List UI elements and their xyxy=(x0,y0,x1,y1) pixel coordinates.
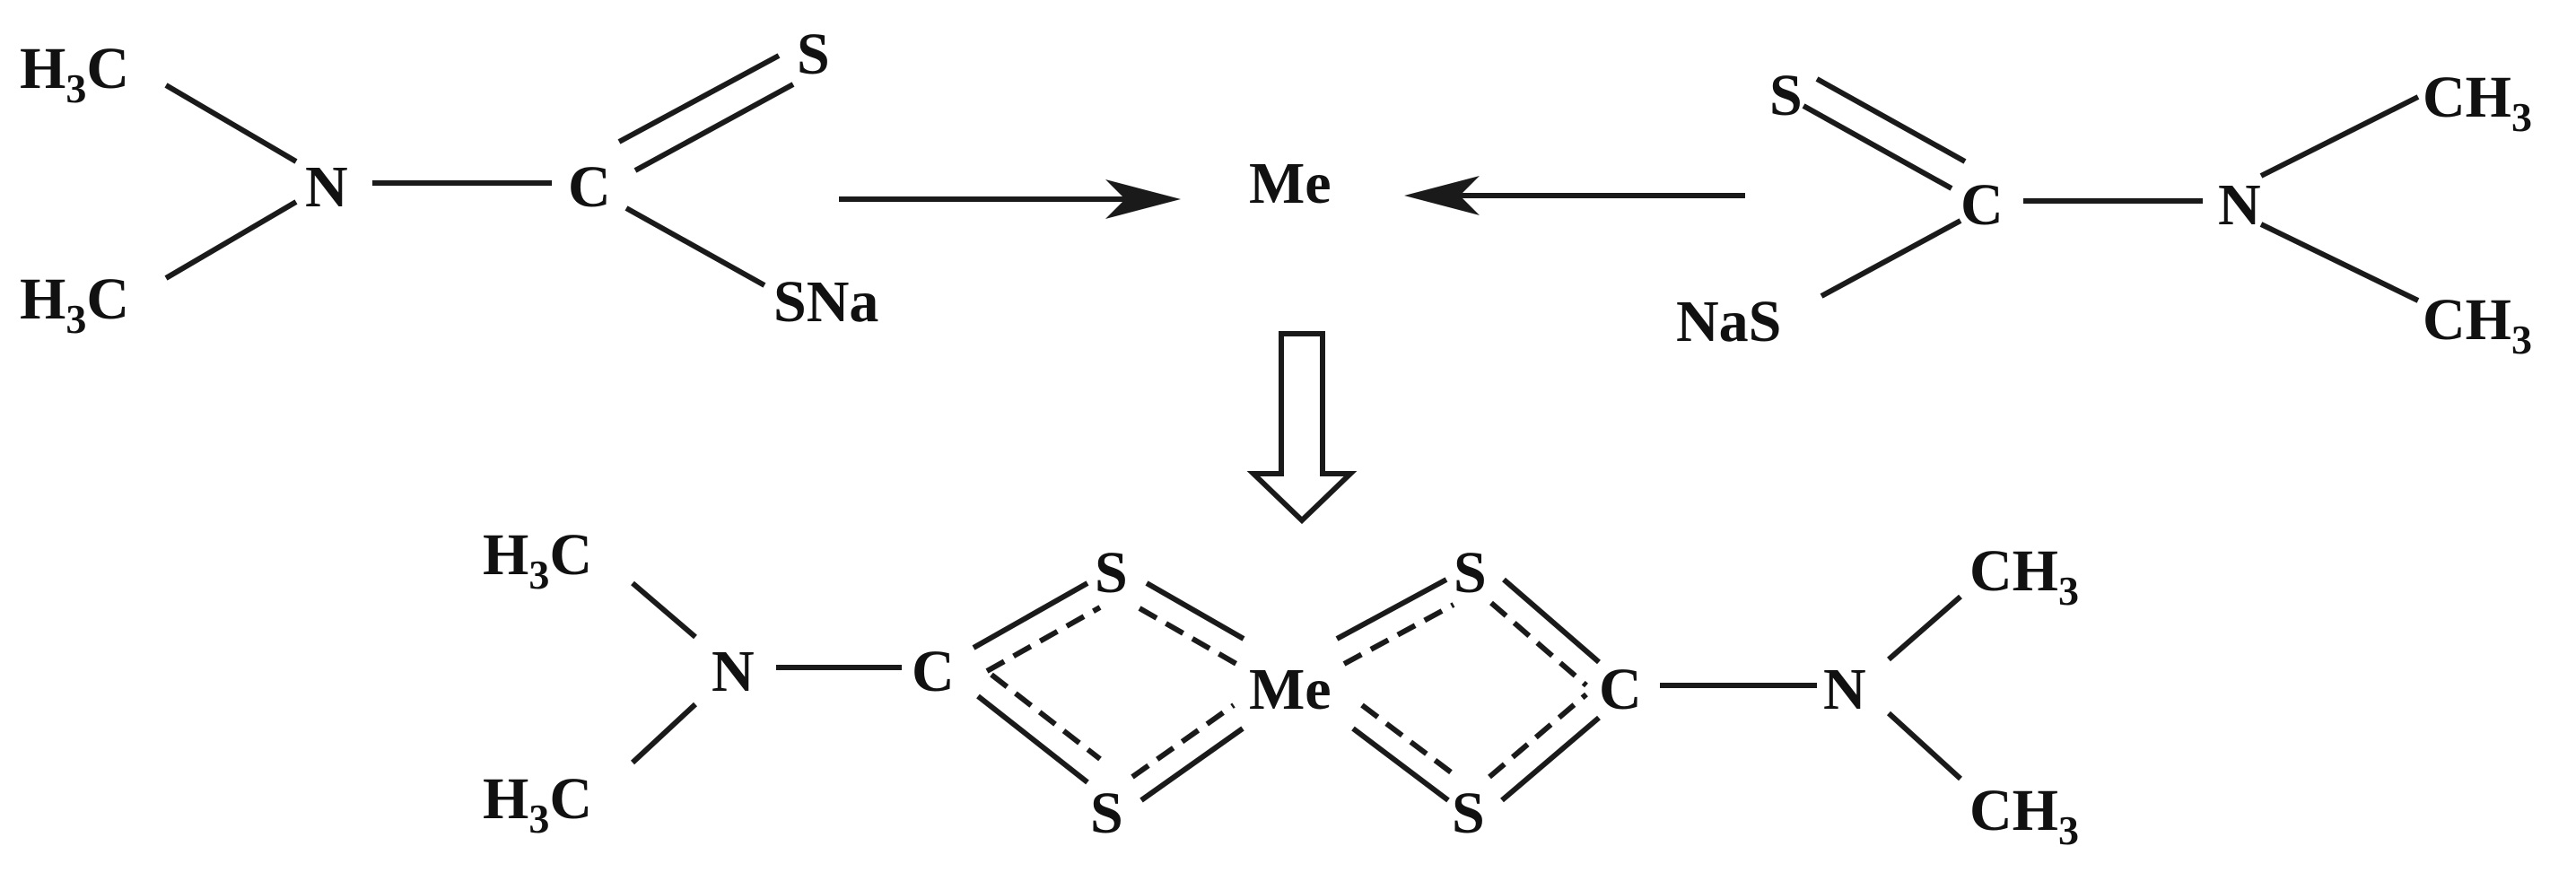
bond-c-s-bottom-dashed xyxy=(990,672,1102,762)
bond-c-s-double-b xyxy=(633,82,795,173)
bond-me-s-top-dashed xyxy=(1342,602,1455,667)
bond-s-c-bottom-dashed xyxy=(1488,692,1588,780)
left-thione-sulfur-label: S xyxy=(797,22,830,87)
right-sodium-thiolate-label: NaS xyxy=(1676,289,1781,354)
bond-s-me-bottom-solid xyxy=(1140,726,1244,803)
bond-c-s-bottom-solid xyxy=(976,693,1089,785)
bond-methyl-n-top xyxy=(631,580,697,640)
bond-s-me-top-dashed xyxy=(1138,606,1238,667)
product-left-sulfur-top-label: S xyxy=(1095,540,1128,606)
formula-text: C xyxy=(549,522,592,588)
arrow-left-to-metal xyxy=(839,179,1181,219)
right-reactant: S NaS C N CH3 CH3 xyxy=(1676,63,2532,362)
formula-text: H xyxy=(20,36,65,101)
bond-c-sna xyxy=(624,205,766,288)
formula-text: H xyxy=(483,522,528,588)
formula-subscript: 3 xyxy=(65,296,86,342)
formula-subscript: 3 xyxy=(2511,94,2532,140)
bond-me-s-top-solid xyxy=(1335,577,1448,641)
bond-c-s-double-a xyxy=(617,53,781,144)
formula-subscript: 3 xyxy=(528,552,549,598)
product-right-nitrogen-label: N xyxy=(1823,657,1866,722)
left-nitrogen-label: N xyxy=(305,154,348,220)
right-thione-sulfur-label: S xyxy=(1769,63,1803,128)
metal-label: Me xyxy=(1249,151,1332,216)
product-left-nitrogen-label: N xyxy=(712,639,755,704)
bond-methyl-n-bottom xyxy=(164,199,298,281)
formula-subscript: 3 xyxy=(528,796,549,842)
bond-n-methyl-top xyxy=(2259,94,2420,179)
bond-c-s-top-dashed xyxy=(985,605,1102,674)
formula-text: CH xyxy=(1969,538,2058,604)
arrow-head xyxy=(1105,179,1181,219)
right-nitrogen-label: N xyxy=(2218,172,2261,238)
left-sodium-thiolate-label: SNa xyxy=(773,269,878,335)
formula-text: H xyxy=(483,766,528,832)
bond-me-s-bottom-solid xyxy=(1351,726,1450,803)
product-right-methyl-bottom-label: CH3 xyxy=(1969,778,2079,853)
bond-n-methyl-bottom xyxy=(2259,222,2420,303)
product-left-methyl-bottom-label: H3C xyxy=(483,766,592,842)
product-left-carbon-label: C xyxy=(912,639,955,704)
bond-s-c-bottom-solid xyxy=(1500,715,1601,803)
formula-text: CH xyxy=(1969,778,2058,843)
arrow-head xyxy=(1404,176,1480,215)
bond-s-c-top-dashed xyxy=(1489,600,1588,688)
formula-subscript: 3 xyxy=(2511,317,2532,362)
bond-n-methyl-top xyxy=(1887,594,1962,662)
product-metal-label: Me xyxy=(1249,657,1332,722)
formula-text: C xyxy=(549,766,592,832)
product-right-methyl-top-label: CH3 xyxy=(1969,538,2079,614)
bond-nas-c xyxy=(1820,218,1962,299)
product-complex: H3C H3C N C S S Me S S C N CH3 CH3 xyxy=(483,522,2079,853)
formula-text: C xyxy=(86,36,129,101)
bond-c-s-top-solid xyxy=(972,580,1089,650)
formula-text: C xyxy=(86,266,129,332)
left-methyl-top-label: H3C xyxy=(20,36,129,111)
right-methyl-top-label: CH3 xyxy=(2423,65,2532,140)
bond-s-c-double-b xyxy=(1802,103,1953,191)
product-right-sulfur-bottom-label: S xyxy=(1452,781,1485,846)
formula-text: H xyxy=(20,266,65,332)
bond-s-c-top-solid xyxy=(1502,577,1601,665)
left-reactant: H3C H3C N C S SNa xyxy=(20,22,878,342)
bond-s-me-bottom-dashed xyxy=(1131,702,1236,780)
bond-methyl-n-top xyxy=(164,83,298,164)
formula-subscript: 3 xyxy=(2058,807,2079,853)
formula-subscript: 3 xyxy=(2058,568,2079,614)
bond-s-me-top-solid xyxy=(1145,580,1245,641)
left-carbon-label: C xyxy=(568,154,611,220)
product-right-sulfur-top-label: S xyxy=(1454,540,1487,606)
product-left-sulfur-bottom-label: S xyxy=(1090,781,1123,846)
reaction-down-arrow xyxy=(1246,331,1358,525)
formula-text: CH xyxy=(2423,65,2511,130)
bond-s-c-double-a xyxy=(1815,76,1967,164)
formula-subscript: 3 xyxy=(65,65,86,111)
bond-methyl-n-bottom xyxy=(630,702,698,765)
right-carbon-label: C xyxy=(1960,172,2004,238)
arrow-right-to-metal xyxy=(1404,176,1745,215)
formula-text: CH xyxy=(2423,287,2511,353)
left-methyl-bottom-label: H3C xyxy=(20,266,129,342)
bond-me-s-bottom-dashed xyxy=(1360,702,1459,780)
right-methyl-bottom-label: CH3 xyxy=(2423,287,2532,362)
product-left-methyl-top-label: H3C xyxy=(483,522,592,598)
bond-n-methyl-bottom xyxy=(1886,711,1963,781)
product-right-carbon-label: C xyxy=(1599,657,1642,722)
